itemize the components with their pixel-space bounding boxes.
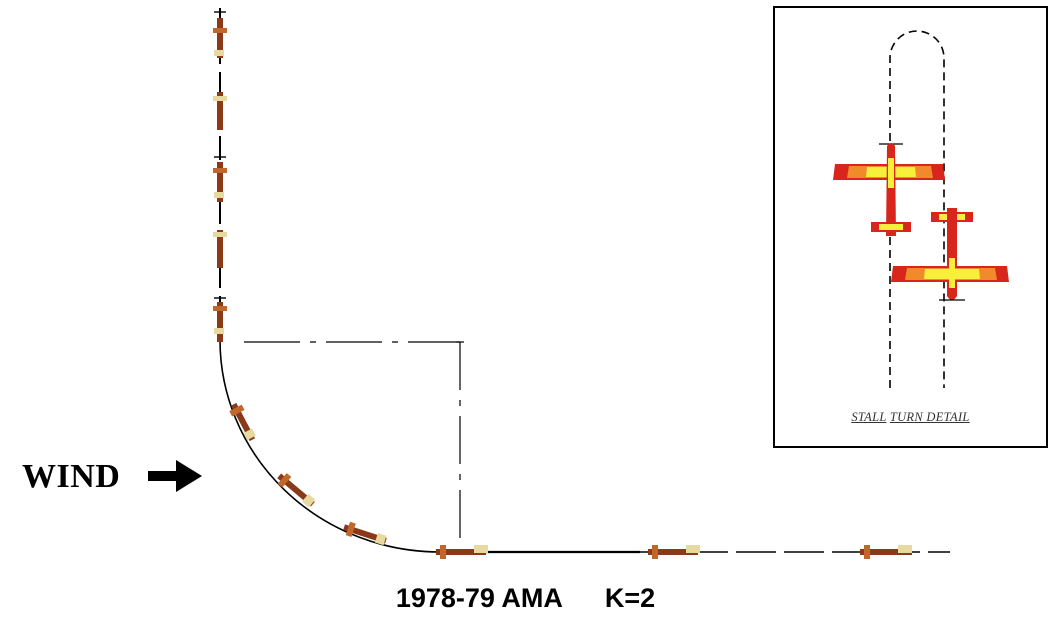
airplane-icon	[213, 302, 227, 342]
airplane-icon	[436, 545, 488, 559]
detail-caption-word2: TURN DETAIL	[889, 410, 970, 424]
k-factor: K=2	[604, 583, 656, 613]
airplane-icon	[213, 18, 227, 58]
maneuver-caption: 1978-79 AMA K=2	[0, 583, 1051, 614]
airplane-icon	[213, 92, 227, 130]
stall-turn-detail-box: STALL TURN DETAIL	[773, 6, 1048, 448]
detail-caption-word1: STALL	[851, 410, 887, 424]
airplane-icon	[891, 208, 1009, 301]
vertical-path-ticks	[214, 11, 226, 299]
airplane-icon	[648, 545, 700, 559]
airplane-icon	[343, 521, 387, 546]
detail-caption: STALL TURN DETAIL	[775, 410, 1046, 425]
stall-turn-illustration	[833, 30, 1009, 388]
caption-title: 1978-79 AMA	[395, 583, 563, 613]
airplane-icon	[860, 545, 912, 559]
airplane-icon	[833, 143, 945, 236]
wind-label: WIND	[22, 458, 121, 495]
pull-up-arc	[219, 339, 441, 553]
airplane-icon	[213, 230, 227, 268]
wind-arrow-icon	[148, 460, 202, 492]
stall-turn-path	[889, 30, 945, 388]
airplane-icon	[277, 473, 316, 508]
airplane-icon	[229, 402, 256, 442]
airplane-icon	[213, 162, 227, 202]
